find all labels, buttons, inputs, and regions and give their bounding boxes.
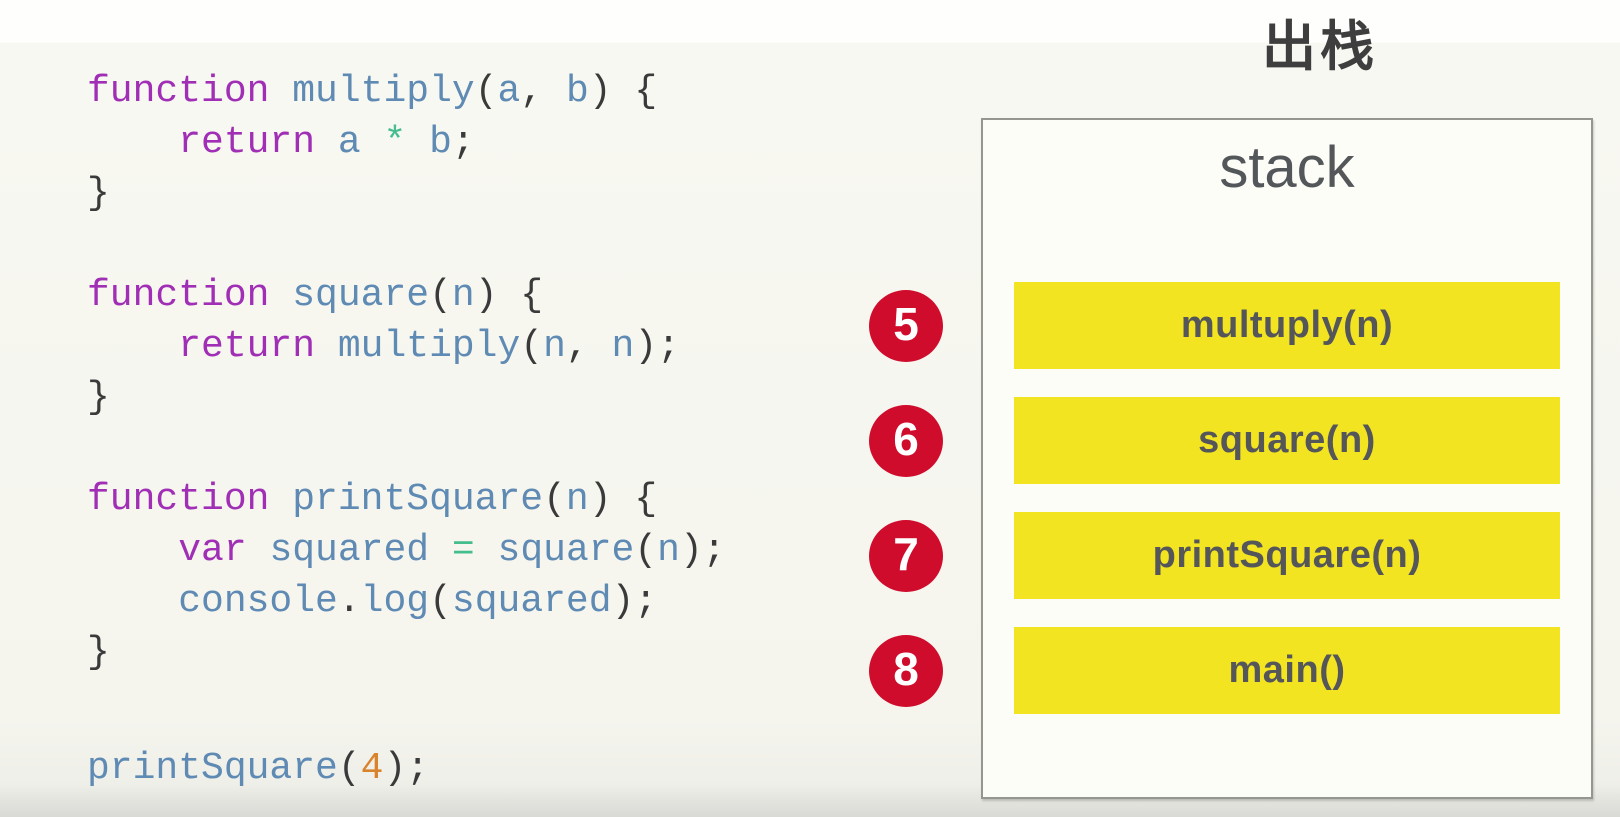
step-circle-7: 7 xyxy=(869,519,943,592)
code-line-1: function multiply(a, b) { xyxy=(87,66,726,117)
code-token-pu: ( xyxy=(520,325,544,368)
code-token-pu: ) { xyxy=(588,70,658,113)
code-line-5: function square(n) { xyxy=(87,270,726,321)
code-token-pu: ); xyxy=(634,325,680,368)
code-token-pu: ( xyxy=(543,478,566,521)
code-token-pu: ; xyxy=(451,121,475,164)
code-token-id: squared xyxy=(451,580,612,623)
code-panel: function multiply(a, b) { return a * b;}… xyxy=(87,66,726,794)
code-token-id: printSquare xyxy=(87,747,338,790)
code-token-pu: } xyxy=(87,376,110,419)
code-token-pu: ( xyxy=(634,529,658,572)
code-token-pu: ( xyxy=(474,70,498,113)
code-token-id: a xyxy=(497,70,521,113)
code-token-kw: var xyxy=(178,529,247,572)
code-token-pu: ) { xyxy=(474,274,544,317)
code-token-kw: return xyxy=(178,325,316,368)
code-token-kw: function xyxy=(87,274,270,317)
code-line-7: } xyxy=(87,372,726,423)
code-token-pu: ) { xyxy=(588,478,658,521)
code-line-2: return a * b; xyxy=(87,117,726,168)
code-token-id: n xyxy=(657,529,680,572)
code-token-id: square xyxy=(292,274,430,317)
code-token-num: 4 xyxy=(360,747,384,790)
code-token-pu: } xyxy=(87,631,110,674)
code-token-id: console xyxy=(178,580,338,623)
code-token-op: = xyxy=(451,529,475,572)
stack-frame-label: printSquare(n) xyxy=(1152,534,1422,576)
code-token-pu: ( xyxy=(429,274,452,317)
code-token-pu: , xyxy=(565,325,589,368)
step-number: 8 xyxy=(893,643,919,695)
code-token-pu: ); xyxy=(611,580,658,623)
stack-frame-bar-2: square(n) xyxy=(1014,397,1560,484)
code-token-pu: ( xyxy=(429,580,452,623)
code-line-12: } xyxy=(87,627,726,678)
code-token-id: log xyxy=(360,580,430,623)
stack-frame-bar-4: main() xyxy=(1014,627,1560,714)
step-circle-8: 8 xyxy=(869,634,943,707)
code-token-id: a xyxy=(337,121,361,164)
step-number: 7 xyxy=(893,528,919,580)
step-circle-6: 6 xyxy=(869,404,943,477)
stack-frame-bar-1: multuply(n) xyxy=(1014,282,1560,369)
code-token-op: * xyxy=(383,121,407,164)
code-line-9: function printSquare(n) { xyxy=(87,474,726,525)
step-number: 6 xyxy=(893,413,919,465)
code-token-id: b xyxy=(565,70,589,113)
step-circle-5: 5 xyxy=(869,289,943,362)
code-token-pu: } xyxy=(87,172,110,215)
code-token-id: n xyxy=(565,478,589,521)
code-token-id: multiply xyxy=(292,70,475,113)
code-token-pu: ); xyxy=(383,747,430,790)
step-number: 5 xyxy=(893,298,919,350)
code-line-6: return multiply(n, n); xyxy=(87,321,726,372)
code-token-kw: function xyxy=(87,70,270,113)
code-token-pu: , xyxy=(520,70,544,113)
code-token-id: n xyxy=(611,325,635,368)
stack-panel-label: stack xyxy=(1219,135,1355,200)
code-line-14: printSquare(4); xyxy=(87,743,726,794)
code-line-3: } xyxy=(87,168,726,219)
stack-frame-bar-3: printSquare(n) xyxy=(1014,512,1560,599)
code-token-id: squared xyxy=(269,529,430,572)
code-line-11: console.log(squared); xyxy=(87,576,726,627)
code-token-pu: ); xyxy=(679,529,726,572)
code-token-kw: return xyxy=(178,121,316,164)
code-token-id: multiply xyxy=(337,325,521,368)
code-line-10: var squared = square(n); xyxy=(87,525,726,576)
code-token-id: n xyxy=(543,325,566,368)
pop-stack-title: 出栈 xyxy=(1262,15,1378,78)
stack-frame-label: multuply(n) xyxy=(1180,304,1394,346)
code-token-id: printSquare xyxy=(292,478,544,521)
code-token-id: n xyxy=(451,274,475,317)
stack-frame-label: square(n) xyxy=(1198,419,1376,461)
code-token-kw: function xyxy=(87,478,270,521)
stack-frame-label: main() xyxy=(1228,649,1346,691)
code-token-id: square xyxy=(497,529,635,572)
code-token-pu: . xyxy=(337,580,361,623)
code-token-pu: ( xyxy=(337,747,361,790)
code-token-id: b xyxy=(429,121,452,164)
